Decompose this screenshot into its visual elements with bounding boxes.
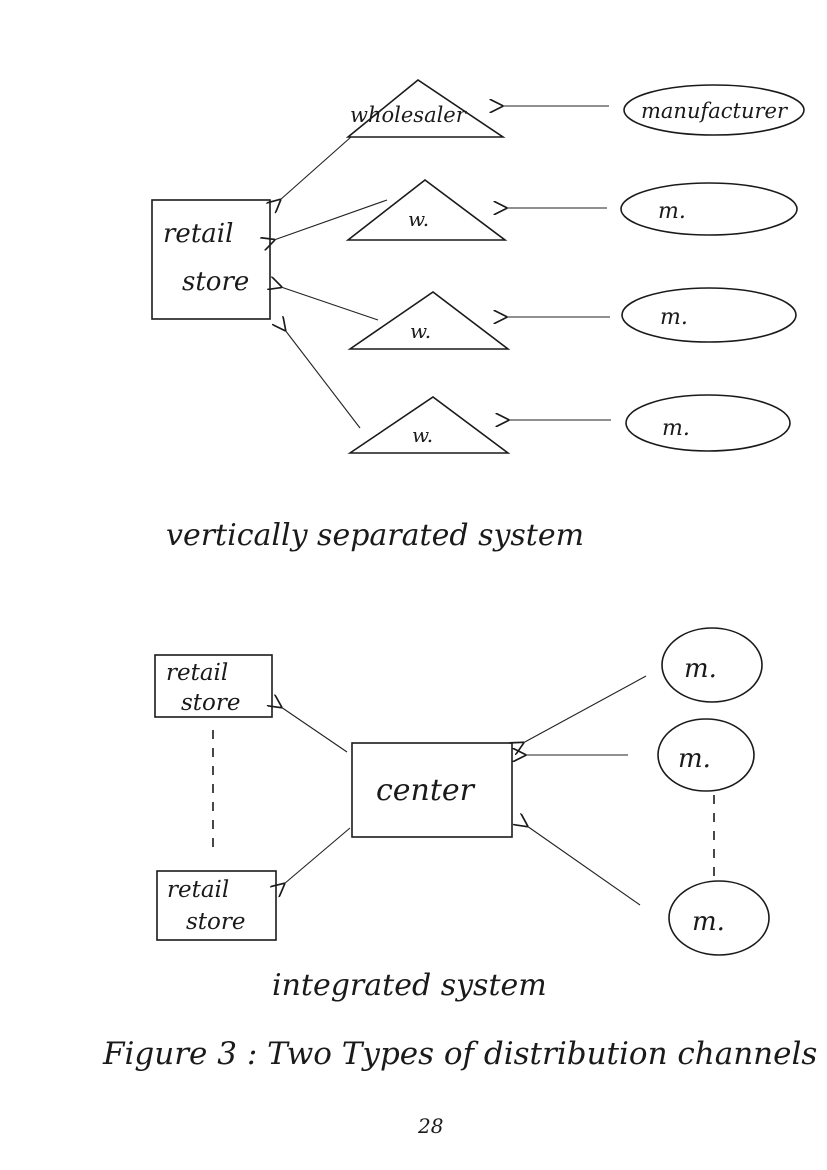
manufacturer-ellipse-4 — [625, 394, 791, 452]
vertically-separated-system: retail store wholesaler w. w. w. manufac… — [151, 79, 805, 553]
manufacturer-ellipse-b — [657, 718, 755, 792]
retail-store-label-line2: store — [182, 267, 249, 297]
manufacturer-ellipse-3 — [621, 287, 797, 343]
arrow-ma-to-center — [523, 675, 647, 743]
figure-caption: Figure 3 : Two Types of distribution cha… — [102, 1036, 817, 1072]
wholesaler-triangle-4 — [347, 396, 511, 454]
manufacturer-short-c: m. — [692, 907, 725, 937]
manufacturer-label: manufacturer — [641, 99, 789, 123]
wholesaler-triangle-1 — [345, 79, 506, 138]
retail-store-label-line1: retail — [163, 219, 233, 249]
retail-store-box-top — [154, 654, 273, 718]
wholesaler-triangle-3 — [347, 291, 511, 350]
center-box — [351, 742, 513, 838]
arrow-w2-to-store — [274, 199, 388, 240]
arrow-w4-to-store — [285, 330, 361, 429]
wholesaler-short-label-3: w. — [410, 319, 431, 343]
page-number: 28 — [417, 1114, 443, 1138]
arrow-center-to-store-top — [281, 707, 348, 753]
manufacturer-ellipse-2 — [620, 182, 798, 236]
wholesaler-short-label-4: w. — [412, 423, 433, 447]
bottom-caption: integrated system — [272, 968, 547, 1003]
arrow-w1-to-store — [280, 136, 352, 200]
manufacturer-ellipse-a — [661, 627, 763, 703]
retail-store-bottom-line2: store — [186, 909, 246, 935]
manufacturer-short-label-3: m. — [660, 305, 688, 330]
manufacturer-short-label-4: m. — [662, 416, 690, 441]
arrow-w3-to-store — [281, 287, 379, 321]
manufacturer-ellipse-c — [668, 880, 770, 956]
wholesaler-short-label-2: w. — [408, 207, 429, 231]
manufacturer-ellipse-1 — [623, 84, 805, 136]
retail-store-box — [151, 199, 271, 320]
manufacturer-short-a: m. — [684, 654, 717, 684]
retail-store-top-line2: store — [181, 690, 241, 716]
retail-store-top-line1: retail — [166, 660, 228, 686]
top-caption: vertically separated system — [166, 518, 584, 553]
manufacturer-short-b: m. — [678, 744, 711, 774]
retail-store-box-bottom — [156, 870, 277, 941]
wholesaler-label: wholesaler — [350, 103, 468, 127]
manufacturer-short-label-2: m. — [658, 199, 686, 224]
arrow-center-to-store-bottom — [284, 827, 351, 884]
retail-store-bottom-line1: retail — [167, 877, 229, 903]
center-label: center — [376, 773, 476, 808]
arrow-mc-to-center — [527, 826, 641, 906]
wholesaler-triangle-2 — [345, 178, 508, 241]
integrated-system: retail store retail store center m. m. m… — [154, 627, 770, 1003]
